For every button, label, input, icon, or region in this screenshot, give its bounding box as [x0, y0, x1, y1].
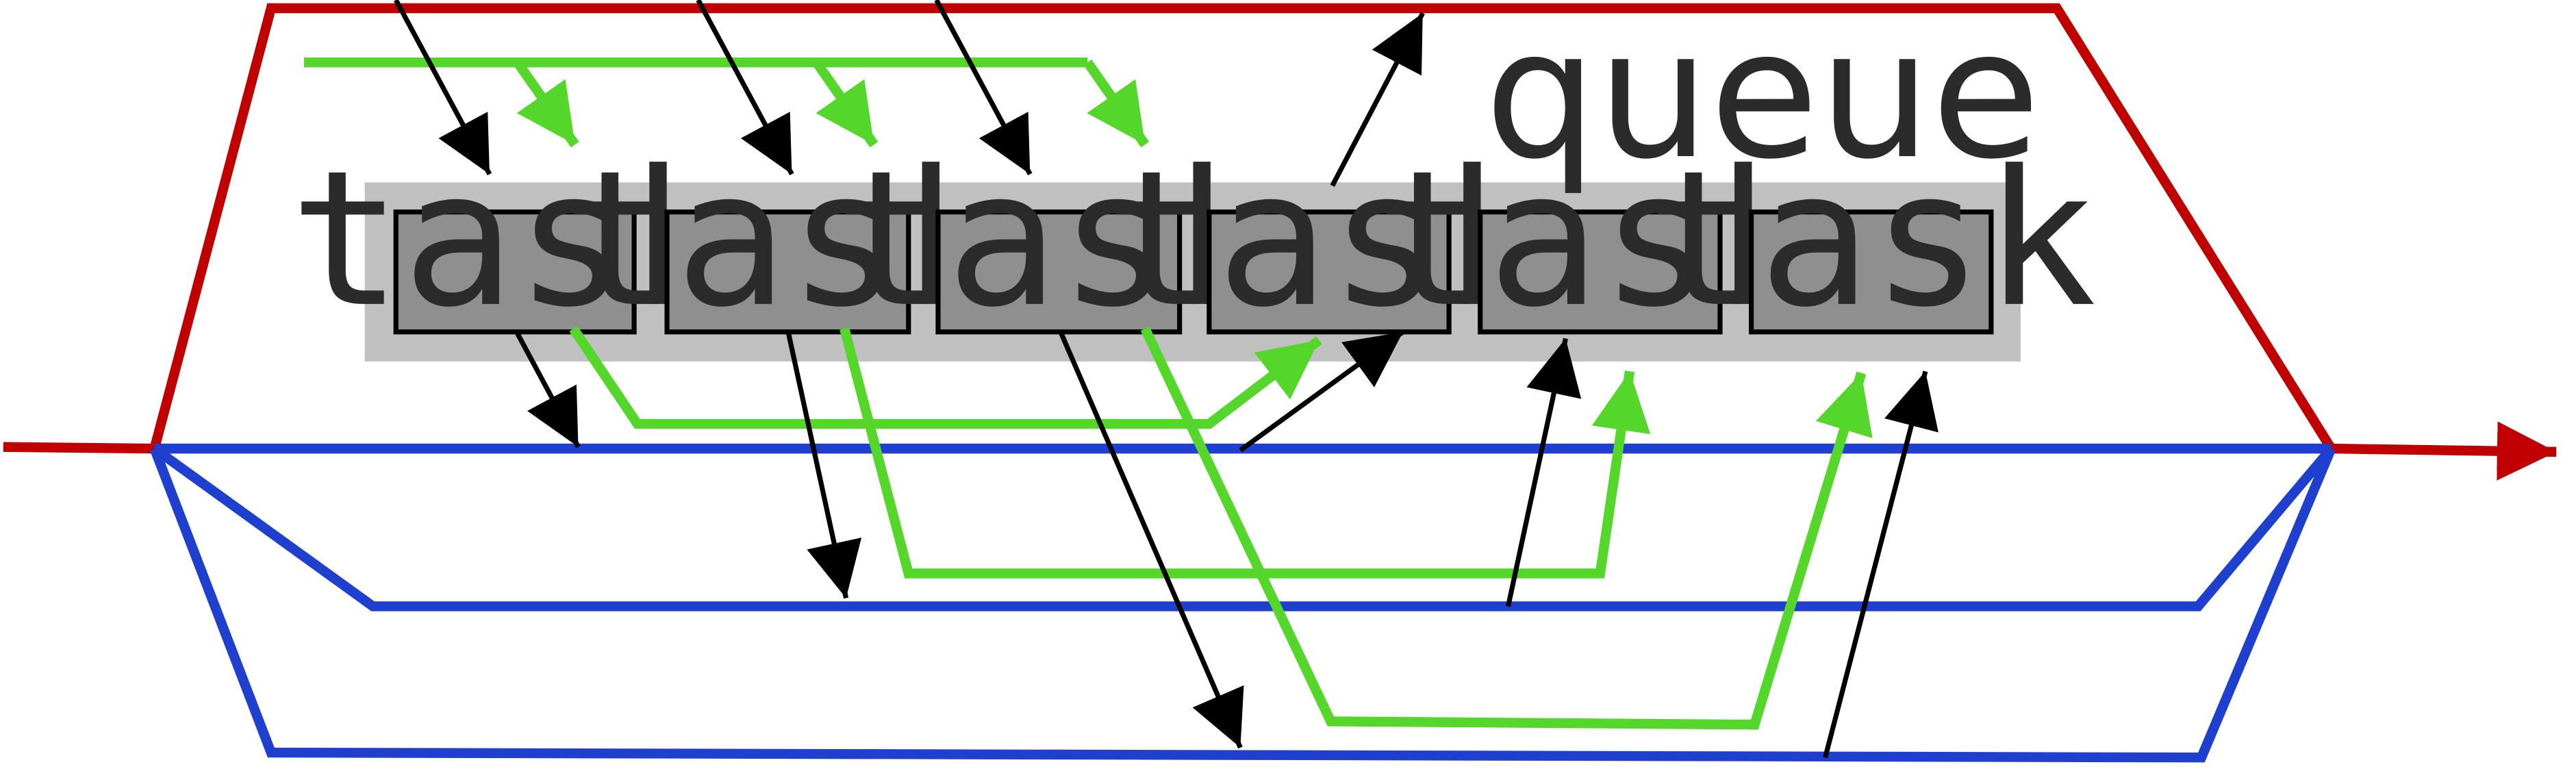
- black-return-arrow: [1823, 370, 1939, 759]
- black-dequeue-arrow: [1059, 332, 1244, 749]
- queue-label: queue: [1485, 0, 2041, 199]
- green-worker-arrow-3: [1140, 326, 1873, 730]
- green-worker-arrows: [569, 325, 1873, 730]
- task-box: task: [1645, 130, 2097, 349]
- black-worker-arrows: [515, 329, 1939, 759]
- black-return-arrow: [1239, 329, 1405, 453]
- black-enqueue-arrows: [394, 0, 1425, 187]
- black-dequeue-arrow: [786, 333, 862, 599]
- black-enqueue-arrow: [934, 0, 1033, 176]
- black-enqueue-arrow: [394, 0, 492, 176]
- task-label: task: [1645, 130, 2097, 349]
- black-dequeue-arrow: [515, 332, 581, 449]
- black-enqueue-arrow: [696, 0, 794, 176]
- thread-line-2: [151, 444, 2336, 612]
- green-enqueue-arrow: [513, 60, 579, 148]
- black-return-arrow: [1505, 338, 1582, 607]
- green-enqueue-arrow: [1083, 60, 1150, 148]
- black-exit-arrow: [1330, 12, 1425, 187]
- main-thread-output-arrow: [2331, 421, 2557, 481]
- task-box: task: [290, 130, 741, 349]
- main-thread-input-line: [3, 442, 155, 454]
- queue-box: [364, 182, 2021, 362]
- green-enqueue-arrow: [812, 60, 879, 148]
- green-worker-arrow-1: [569, 325, 1322, 429]
- green-worker-arrow-2: [839, 327, 1651, 579]
- green-enqueue-arrows: [303, 57, 1150, 148]
- thread-line-3: [149, 446, 2336, 763]
